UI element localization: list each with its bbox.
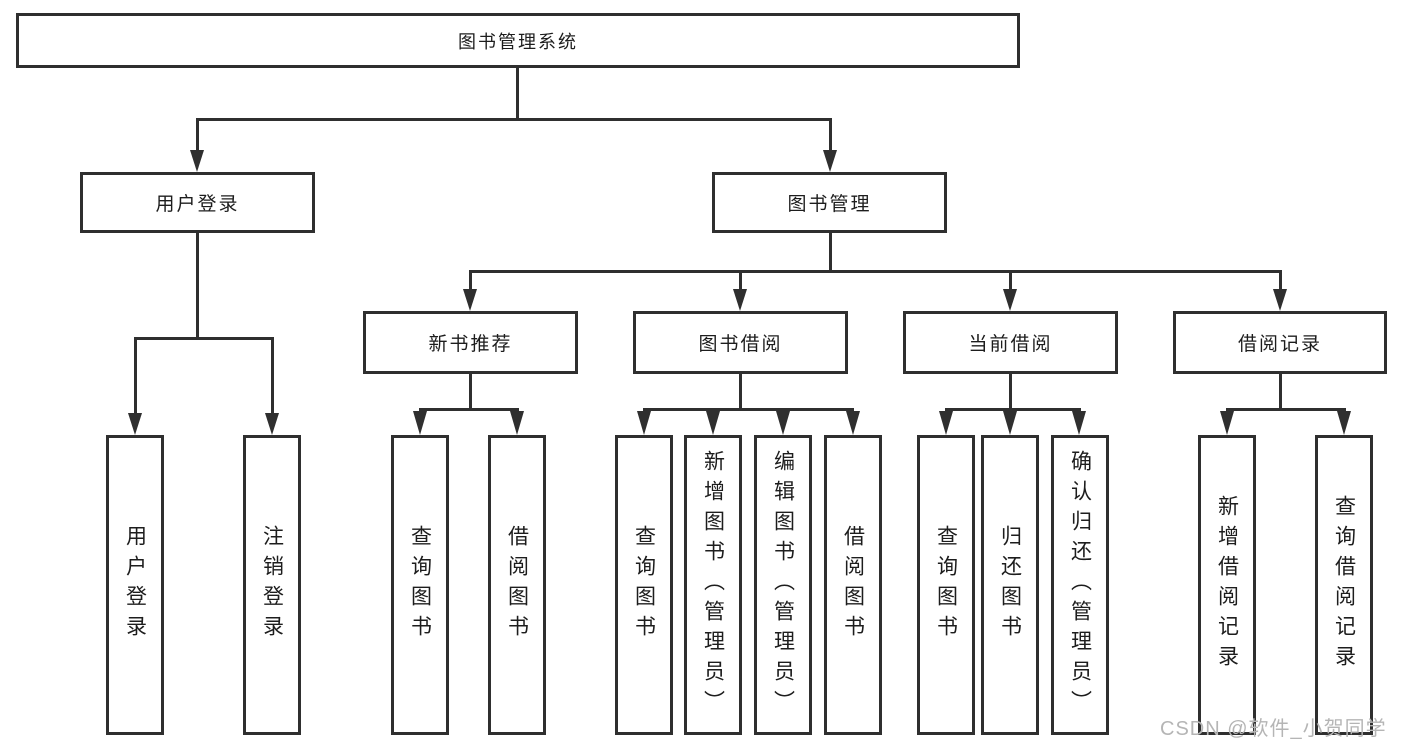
node-book-borrow: 图书借阅 (633, 311, 848, 374)
arrow-down-icon (510, 411, 524, 435)
leaf-borrow-book-recommend: 借阅图书 (488, 435, 546, 735)
connector-line (643, 408, 854, 411)
connector-line (829, 121, 832, 151)
arrow-down-icon (128, 413, 142, 435)
connector-line (1226, 408, 1346, 411)
leaf-query-book-recommend: 查询图书 (391, 435, 449, 735)
leaf-query-borrow-record-label: 查询借阅记录 (1332, 495, 1356, 675)
arrow-down-icon (1072, 411, 1086, 435)
leaf-add-book-admin-label: 新增图书（管理员） (701, 450, 725, 720)
connector-line (739, 273, 742, 289)
node-current-borrow: 当前借阅 (903, 311, 1118, 374)
leaf-logout: 注销登录 (243, 435, 301, 735)
arrow-down-icon (1273, 289, 1287, 311)
node-borrow-records-label: 借阅记录 (1237, 334, 1322, 355)
node-root: 图书管理系统 (16, 13, 1020, 68)
node-book-management: 图书管理 (712, 172, 947, 233)
arrow-down-icon (776, 411, 790, 435)
leaf-add-book-admin: 新增图书（管理员） (684, 435, 742, 735)
arrow-down-icon (1003, 411, 1017, 435)
arrow-down-icon (733, 289, 747, 311)
leaf-confirm-return-admin: 确认归还（管理员） (1051, 435, 1109, 735)
connector-line (469, 273, 472, 289)
leaf-borrow-book-recommend-label: 借阅图书 (505, 525, 529, 645)
leaf-logout-label: 注销登录 (260, 525, 284, 645)
connector-line (419, 408, 519, 411)
leaf-query-book-current-label: 查询图书 (934, 525, 958, 645)
leaf-return-book-label: 归还图书 (998, 525, 1022, 645)
arrow-down-icon (190, 150, 204, 172)
leaf-edit-book-admin: 编辑图书（管理员） (754, 435, 812, 735)
leaf-edit-book-admin-label: 编辑图书（管理员） (771, 450, 795, 720)
leaf-query-borrow-record: 查询借阅记录 (1315, 435, 1373, 735)
connector-line (469, 270, 1282, 273)
node-book-management-label: 图书管理 (787, 194, 872, 215)
leaf-query-book-current: 查询图书 (917, 435, 975, 735)
arrow-down-icon (823, 150, 837, 172)
arrow-down-icon (1003, 289, 1017, 311)
connector-line (739, 374, 742, 411)
connector-line (829, 233, 832, 273)
node-current-borrow-label: 当前借阅 (968, 334, 1053, 355)
leaf-query-book-recommend-label: 查询图书 (408, 525, 432, 645)
leaf-query-book-borrow: 查询图书 (615, 435, 673, 735)
connector-line (196, 118, 832, 121)
leaf-add-borrow-record: 新增借阅记录 (1198, 435, 1256, 735)
leaf-borrow-book-label: 借阅图书 (841, 525, 865, 645)
connector-line (196, 121, 199, 151)
leaf-user-login: 用户登录 (106, 435, 164, 735)
connector-line (516, 68, 519, 119)
connector-line (134, 337, 274, 340)
node-new-book-recommend-label: 新书推荐 (428, 334, 513, 355)
connector-line (469, 374, 472, 411)
connector-line (1279, 374, 1282, 411)
arrow-down-icon (265, 413, 279, 435)
watermark: CSDN @软件_小贺同学 (1160, 718, 1387, 740)
arrow-down-icon (1220, 411, 1234, 435)
leaf-user-login-label: 用户登录 (123, 525, 147, 645)
connector-line (1009, 273, 1012, 289)
connector-line (945, 408, 1081, 411)
leaf-query-book-borrow-label: 查询图书 (632, 525, 656, 645)
arrow-down-icon (413, 411, 427, 435)
leaf-add-borrow-record-label: 新增借阅记录 (1215, 495, 1239, 675)
arrow-down-icon (939, 411, 953, 435)
connector-line (196, 233, 199, 340)
leaf-borrow-book: 借阅图书 (824, 435, 882, 735)
arrow-down-icon (463, 289, 477, 311)
node-root-label: 图书管理系统 (458, 31, 578, 52)
leaf-confirm-return-admin-label: 确认归还（管理员） (1068, 450, 1092, 720)
arrow-down-icon (706, 411, 720, 435)
arrow-down-icon (637, 411, 651, 435)
node-book-borrow-label: 图书借阅 (698, 334, 783, 355)
connector-line (134, 340, 137, 413)
arrow-down-icon (846, 411, 860, 435)
node-borrow-records: 借阅记录 (1173, 311, 1387, 374)
connector-line (1009, 374, 1012, 411)
node-new-book-recommend: 新书推荐 (363, 311, 578, 374)
connector-line (1279, 273, 1282, 289)
node-user-login: 用户登录 (80, 172, 315, 233)
arrow-down-icon (1337, 411, 1351, 435)
connector-line (271, 340, 274, 413)
node-user-login-label: 用户登录 (155, 194, 240, 215)
leaf-return-book: 归还图书 (981, 435, 1039, 735)
